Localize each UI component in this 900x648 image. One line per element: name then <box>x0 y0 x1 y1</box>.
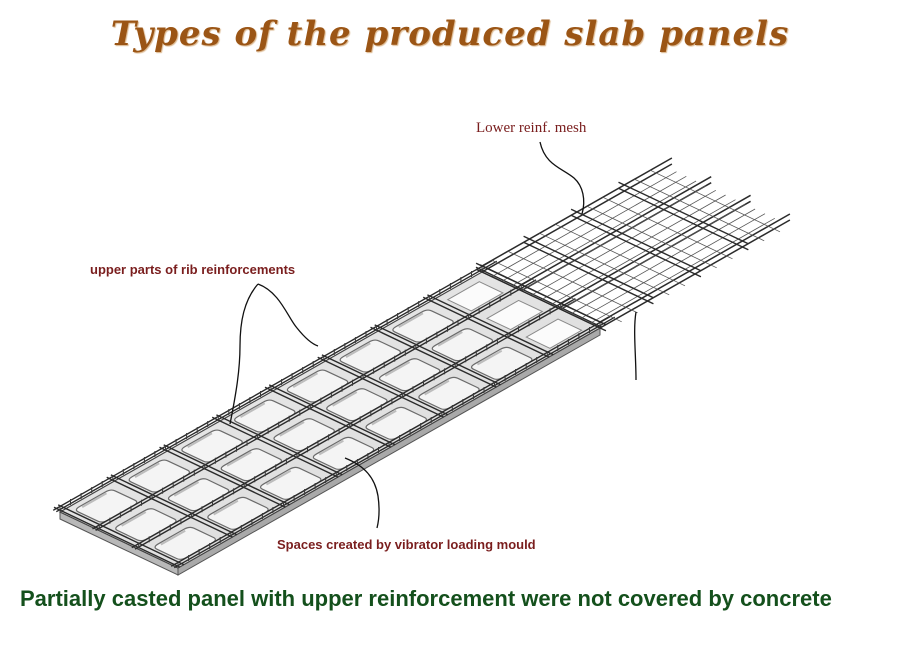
pocket-shadow <box>476 349 503 366</box>
mesh-wire <box>521 185 707 292</box>
mesh-cross-wire <box>602 196 733 260</box>
mesh-wire <box>550 199 736 306</box>
mesh-cross-wire <box>539 232 670 296</box>
exposed-panel-cell <box>525 318 583 349</box>
lower-mesh-group <box>475 157 791 332</box>
pocket-shadow <box>134 462 160 478</box>
mesh-cross-wire <box>634 178 765 242</box>
longitudinal-rebar <box>92 277 534 530</box>
transverse-rebar <box>370 326 497 388</box>
rib-reinforcement-label: upper parts of rib reinforcements <box>90 262 296 277</box>
pocket-shadow <box>173 481 200 497</box>
longitudinal-rebar <box>55 260 498 513</box>
mesh-tie-bar <box>618 187 749 251</box>
mesh-wire <box>580 213 766 320</box>
pocket-shadow <box>332 391 358 407</box>
mesh-tie-bar <box>523 241 654 305</box>
pocket-shadow <box>371 409 397 426</box>
longitudinal-rebar <box>52 259 494 511</box>
longitudinal-rebar <box>173 316 616 569</box>
pocket-shadow <box>160 529 186 546</box>
transverse-rebar <box>321 354 449 416</box>
transverse-rebar <box>163 444 290 506</box>
mesh-wire <box>570 208 756 315</box>
rib-pointer-right <box>257 283 319 347</box>
transverse-rebar <box>427 294 554 356</box>
transverse-rebar <box>57 504 185 566</box>
longitudinal-rebar <box>134 297 576 550</box>
mesh-wire <box>560 203 746 310</box>
mesh-tie-bar <box>475 262 607 326</box>
pocket-shadow <box>437 331 463 347</box>
longitudinal-rebar <box>131 296 573 549</box>
pocket-shadow <box>81 492 107 508</box>
caption: Partially casted panel with upper reinfo… <box>20 586 832 611</box>
transverse-rebar <box>106 476 233 538</box>
mesh-tie-bar <box>570 214 702 278</box>
pocket-shadow <box>213 499 239 516</box>
pocket-shadow <box>265 469 292 486</box>
pocket-group <box>75 281 583 560</box>
mesh-cross-wire <box>650 169 781 233</box>
transverse-rebar <box>53 506 181 568</box>
pocket-shadow <box>424 379 450 396</box>
pocket-shadow <box>318 439 344 456</box>
transverse-rebar <box>216 414 343 476</box>
mesh-tie-bar <box>618 181 749 245</box>
transverse-rebar <box>317 356 444 418</box>
exposed-panel-cell <box>485 299 544 331</box>
exposed-panel-cell <box>446 281 504 312</box>
mesh-tie-bar <box>475 268 607 332</box>
mesh-cross-wire <box>555 223 686 287</box>
transverse-rebar <box>268 384 396 446</box>
transverse-rebar <box>475 266 603 328</box>
pocket-shadow <box>398 312 424 328</box>
longitudinal-rebar <box>170 315 612 567</box>
transverse-rebar <box>159 446 286 508</box>
pocket-shadow <box>187 432 213 448</box>
mesh-tie-bar <box>523 235 654 299</box>
right-pointer <box>634 311 637 381</box>
mesh-cross-wire <box>491 259 622 323</box>
mesh-wire <box>491 171 677 278</box>
transverse-rebar <box>422 296 550 358</box>
mesh-wire <box>531 189 716 296</box>
pocket-shadow <box>121 511 147 527</box>
pocket-shadow <box>292 372 318 388</box>
pocket-shadow <box>345 342 371 358</box>
lower-mesh-label: Lower reinf. mesh <box>476 120 587 136</box>
mesh-wire <box>511 180 697 287</box>
mesh-cross-wire <box>586 205 717 269</box>
transverse-rebar <box>374 324 501 386</box>
mesh-wire <box>590 217 775 324</box>
pocket-shadow <box>226 451 252 467</box>
mesh-wire <box>501 175 687 282</box>
pocket-shadow <box>240 402 266 418</box>
lower-mesh-pointer <box>539 141 585 215</box>
longitudinal-rebar <box>95 279 537 532</box>
transverse-rebar <box>110 474 238 536</box>
mesh-wire <box>540 194 726 301</box>
transverse-rebar <box>211 416 339 478</box>
page-title: Types of the produced slab panels <box>110 14 790 54</box>
pocket-shadow <box>279 421 305 437</box>
mesh-tie-bar <box>570 208 702 272</box>
spaces-pointer <box>344 457 380 529</box>
rib-pointer-left <box>229 283 259 425</box>
spaces-label: Spaces created by vibrator loading mould <box>277 537 536 552</box>
pocket-shadow <box>384 361 411 377</box>
transverse-rebar <box>264 386 392 448</box>
mesh-cross-wire <box>507 250 638 314</box>
